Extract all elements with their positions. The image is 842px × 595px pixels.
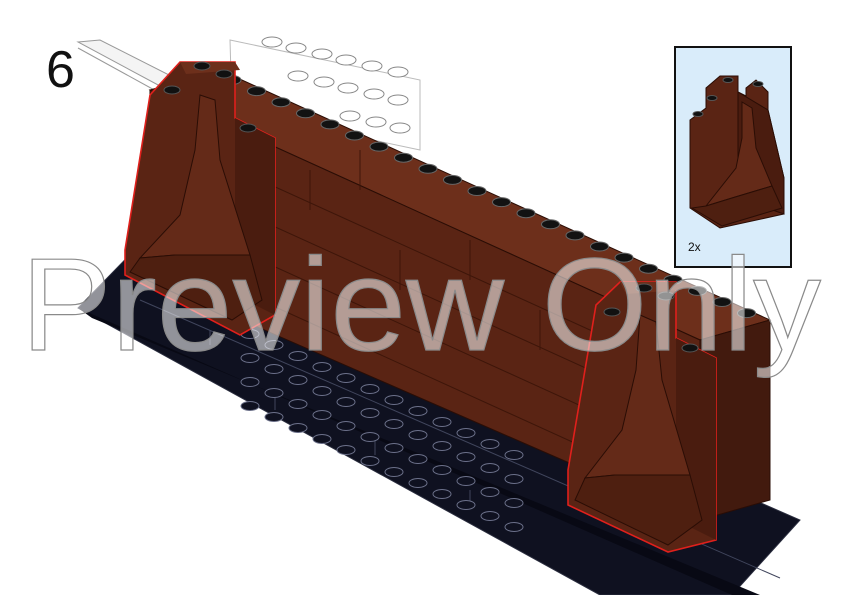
buttress-subassembly-illustration: [689, 75, 785, 229]
wall-stud: [418, 163, 438, 174]
baseplate-stud: [432, 441, 452, 451]
baseplate-stud: [240, 401, 260, 411]
baseplate-stud: [456, 476, 476, 486]
wall-stud: [443, 174, 462, 185]
baseplate-stud: [360, 432, 380, 442]
baseplate-stud: [456, 452, 476, 462]
baseplate-stud: [264, 364, 284, 374]
wall-stud: [394, 152, 413, 163]
baseplate-stud: [408, 478, 428, 488]
baseplate-stud: [504, 450, 524, 460]
baseplate-stud: [432, 489, 452, 499]
wall-stud: [320, 119, 340, 130]
baseplate-stud: [360, 456, 380, 466]
baseplate-stud: [264, 388, 284, 398]
baseplate-stud: [480, 463, 500, 473]
baseplate-stud: [480, 439, 500, 449]
baseplate-stud: [336, 421, 356, 431]
baseplate-stud: [480, 487, 500, 497]
wall-stud: [737, 308, 756, 319]
step-number: 6: [46, 41, 75, 99]
baseplate-stud: [288, 423, 308, 433]
baseplate-stud: [384, 419, 404, 429]
baseplate-stud: [240, 353, 260, 363]
baseplate-stud: [456, 428, 476, 438]
callout-box: 2x: [674, 46, 792, 268]
baseplate-stud: [336, 373, 356, 383]
baseplate-stud: [264, 412, 284, 422]
baseplate-stud: [408, 406, 428, 416]
wall-stud: [247, 86, 266, 97]
wall-stud: [565, 230, 585, 241]
baseplate-stud: [384, 443, 404, 453]
wall-stud: [712, 297, 732, 307]
wall-stud: [296, 108, 315, 119]
wall-stud: [345, 130, 364, 141]
wall-stud: [590, 241, 609, 252]
baseplate-stud: [312, 410, 332, 420]
baseplate-stud: [360, 384, 380, 394]
baseplate-stud: [312, 386, 332, 396]
wall-stud: [614, 252, 634, 263]
baseplate-stud: [312, 362, 332, 372]
baseplate-stud: [240, 377, 260, 387]
left-buttress: [124, 61, 276, 336]
baseplate-stud: [408, 430, 428, 440]
baseplate-stud: [432, 417, 452, 427]
wall-stud: [541, 219, 560, 230]
baseplate-stud: [264, 340, 284, 350]
wall-stud: [688, 285, 707, 296]
baseplate-stud: [288, 375, 308, 385]
baseplate-stud: [360, 408, 380, 418]
baseplate-stud: [336, 397, 356, 407]
baseplate-stud: [288, 399, 308, 409]
wall-stud: [639, 263, 658, 274]
baseplate-stud: [408, 454, 428, 464]
baseplate-stud: [432, 465, 452, 475]
previous-step-parts: [76, 36, 421, 151]
baseplate-stud: [288, 351, 308, 361]
baseplate-stud: [504, 522, 524, 532]
wall-stud: [369, 141, 389, 152]
baseplate-stud: [504, 474, 524, 484]
right-buttress: [567, 281, 717, 553]
wall-stud: [492, 197, 511, 208]
baseplate-stud: [384, 467, 404, 477]
wall-stud: [516, 208, 536, 219]
baseplate-stud: [336, 445, 356, 455]
callout-quantity: 2x: [688, 240, 701, 254]
baseplate-stud: [312, 434, 332, 444]
baseplate-stud: [504, 498, 524, 508]
baseplate-stud: [384, 395, 404, 405]
wall-stud: [271, 97, 291, 108]
baseplate-stud: [456, 500, 476, 510]
wall-stud: [467, 186, 487, 196]
baseplate-stud: [480, 511, 500, 521]
